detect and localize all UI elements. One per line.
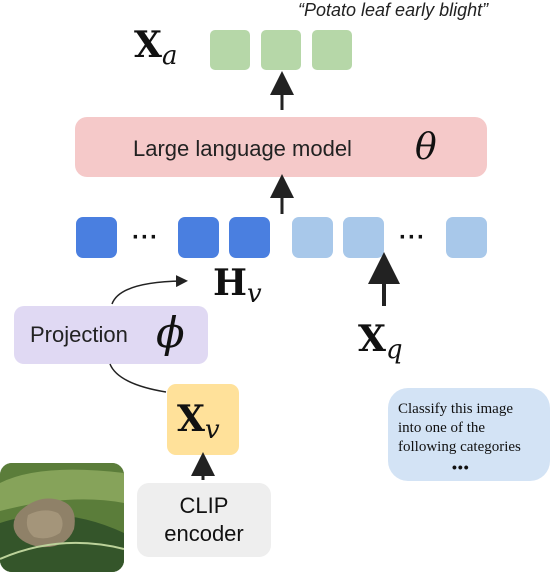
image-token	[229, 217, 270, 258]
text-token	[446, 217, 487, 258]
clip-encoder-box: CLIP encoder	[137, 483, 271, 557]
potato-leaf-image	[0, 463, 124, 572]
output-symbol-base: X	[134, 24, 162, 66]
image-token	[178, 217, 219, 258]
potato-leaf-illustration	[0, 463, 124, 572]
leaf-highlight	[0, 469, 124, 511]
output-token	[261, 30, 301, 70]
projection-to-image-tokens-arrow	[111, 275, 188, 305]
text-prompt-ellipsis: •••	[452, 459, 470, 475]
leaf-vein	[0, 541, 124, 560]
projection-phi-symbol: ϕ	[156, 308, 185, 357]
clip-encoder-label-line: encoder	[164, 521, 244, 546]
visual-feature-symbol-base: X	[177, 398, 205, 440]
text-prompt-line: into one of the	[398, 420, 486, 436]
projection-label: Projection	[30, 322, 128, 347]
llm-box: Large language model θ	[75, 117, 487, 177]
text-token-ellipsis: ···	[399, 224, 426, 251]
output-symbol-subscript: a	[161, 41, 178, 72]
llm-label: Large language model	[133, 136, 352, 161]
query-symbol-base: X	[358, 318, 386, 360]
image-tokens-symbol: Hv	[213, 262, 262, 309]
query-symbol: Xq	[358, 318, 403, 365]
image-tokens-symbol-base: H	[213, 262, 248, 304]
image-token-ellipsis: ···	[132, 224, 159, 251]
output-token	[312, 30, 352, 70]
visual-feature-box: Xv	[167, 384, 239, 455]
image-token	[76, 217, 117, 258]
query-symbol-subscript: q	[385, 335, 403, 366]
image-tokens-symbol-subscript: v	[247, 279, 262, 310]
leaf-lesion-center	[26, 510, 63, 539]
llm-theta-symbol: θ	[415, 127, 437, 168]
output-caption: “Potato leaf early blight”	[298, 0, 489, 20]
projection-box: Projection ϕ	[14, 306, 208, 364]
output-token	[210, 30, 250, 70]
text-token	[343, 217, 384, 258]
text-prompt-line: Classify this image	[398, 401, 513, 417]
output-symbol: Xa	[134, 24, 177, 71]
visual-feature-symbol: Xv	[177, 398, 220, 445]
text-prompt-bubble: Classify this image into one of the foll…	[388, 388, 550, 481]
visual-feature-symbol-subscript: v	[204, 415, 220, 446]
text-prompt-line: following categories	[398, 439, 521, 455]
text-token	[292, 217, 333, 258]
visual-to-projection-curve	[109, 363, 167, 393]
clip-encoder-label-line: CLIP	[179, 493, 229, 518]
